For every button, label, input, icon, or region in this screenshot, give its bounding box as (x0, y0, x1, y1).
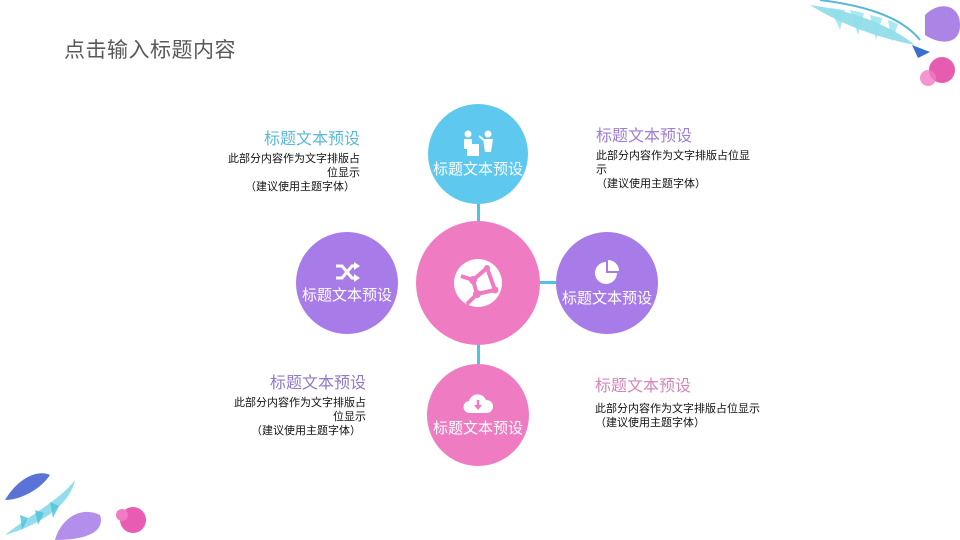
connector-top (477, 200, 480, 222)
node-right-label: 标题文本预设 (561, 288, 652, 307)
block-body-line1[interactable]: 此部分内容作为文字排版占 (228, 152, 360, 165)
block-heading[interactable]: 标题文本预设 (596, 126, 693, 145)
block-body-line1[interactable]: 此部分内容作为文字排版占位显 (596, 149, 750, 162)
node-right-circle[interactable]: 标题文本预设 (556, 232, 658, 334)
meeting-people-icon (464, 130, 493, 156)
node-left-label: 标题文本预设 (301, 285, 392, 304)
pie-chart-icon (595, 259, 619, 284)
block-heading[interactable]: 标题文本预设 (269, 373, 366, 392)
node-top-label: 标题文本预设 (432, 159, 523, 178)
text-block-bottom-left: 标题文本预设 此部分内容作为文字排版占 位显示 （建议使用主题字体） (206, 369, 366, 438)
block-body-line2[interactable]: 位显示 (333, 410, 366, 423)
block-body-line3[interactable]: （建议使用主题字体） (251, 424, 361, 437)
network-globe-icon (454, 259, 502, 307)
block-body-line2[interactable]: 示 (596, 163, 607, 176)
node-left-circle[interactable]: 标题文本预设 (296, 232, 398, 334)
block-body-line3[interactable]: （建议使用主题字体） (596, 177, 706, 190)
shuffle-arrows-icon (336, 261, 360, 282)
node-top-circle[interactable]: 标题文本预设 (428, 104, 528, 204)
node-bottom-circle[interactable]: 标题文本预设 (427, 364, 529, 466)
block-body-line3[interactable]: （建议使用主题字体） (245, 180, 355, 193)
connector-right (539, 281, 559, 284)
text-block-top-left: 标题文本预设 此部分内容作为文字排版占 位显示 （建议使用主题字体） (200, 125, 360, 194)
block-body-line2[interactable]: 位显示 (327, 166, 360, 179)
block-body-line1[interactable]: 此部分内容作为文字排版占 (234, 396, 366, 409)
block-heading[interactable]: 标题文本预设 (263, 129, 360, 148)
connector-bottom (477, 344, 480, 364)
center-hub-circle[interactable] (416, 221, 540, 345)
text-block-bottom-right: 标题文本预设 此部分内容作为文字排版占位显示 （建议使用主题字体） (595, 372, 795, 430)
slide-title[interactable]: 点击输入标题内容 (64, 38, 236, 62)
block-heading[interactable]: 标题文本预设 (595, 376, 692, 395)
tropical-leaves-top-right-decoration (810, 0, 960, 86)
block-body-line2[interactable]: （建议使用主题字体） (595, 416, 705, 429)
text-block-top-right: 标题文本预设 此部分内容作为文字排版占位显 示 （建议使用主题字体） (596, 122, 786, 191)
tropical-leaves-bottom-left-decoration (5, 473, 146, 540)
cloud-download-icon (463, 393, 493, 413)
node-bottom-label: 标题文本预设 (432, 418, 523, 437)
block-body-line1[interactable]: 此部分内容作为文字排版占位显示 (595, 402, 760, 415)
